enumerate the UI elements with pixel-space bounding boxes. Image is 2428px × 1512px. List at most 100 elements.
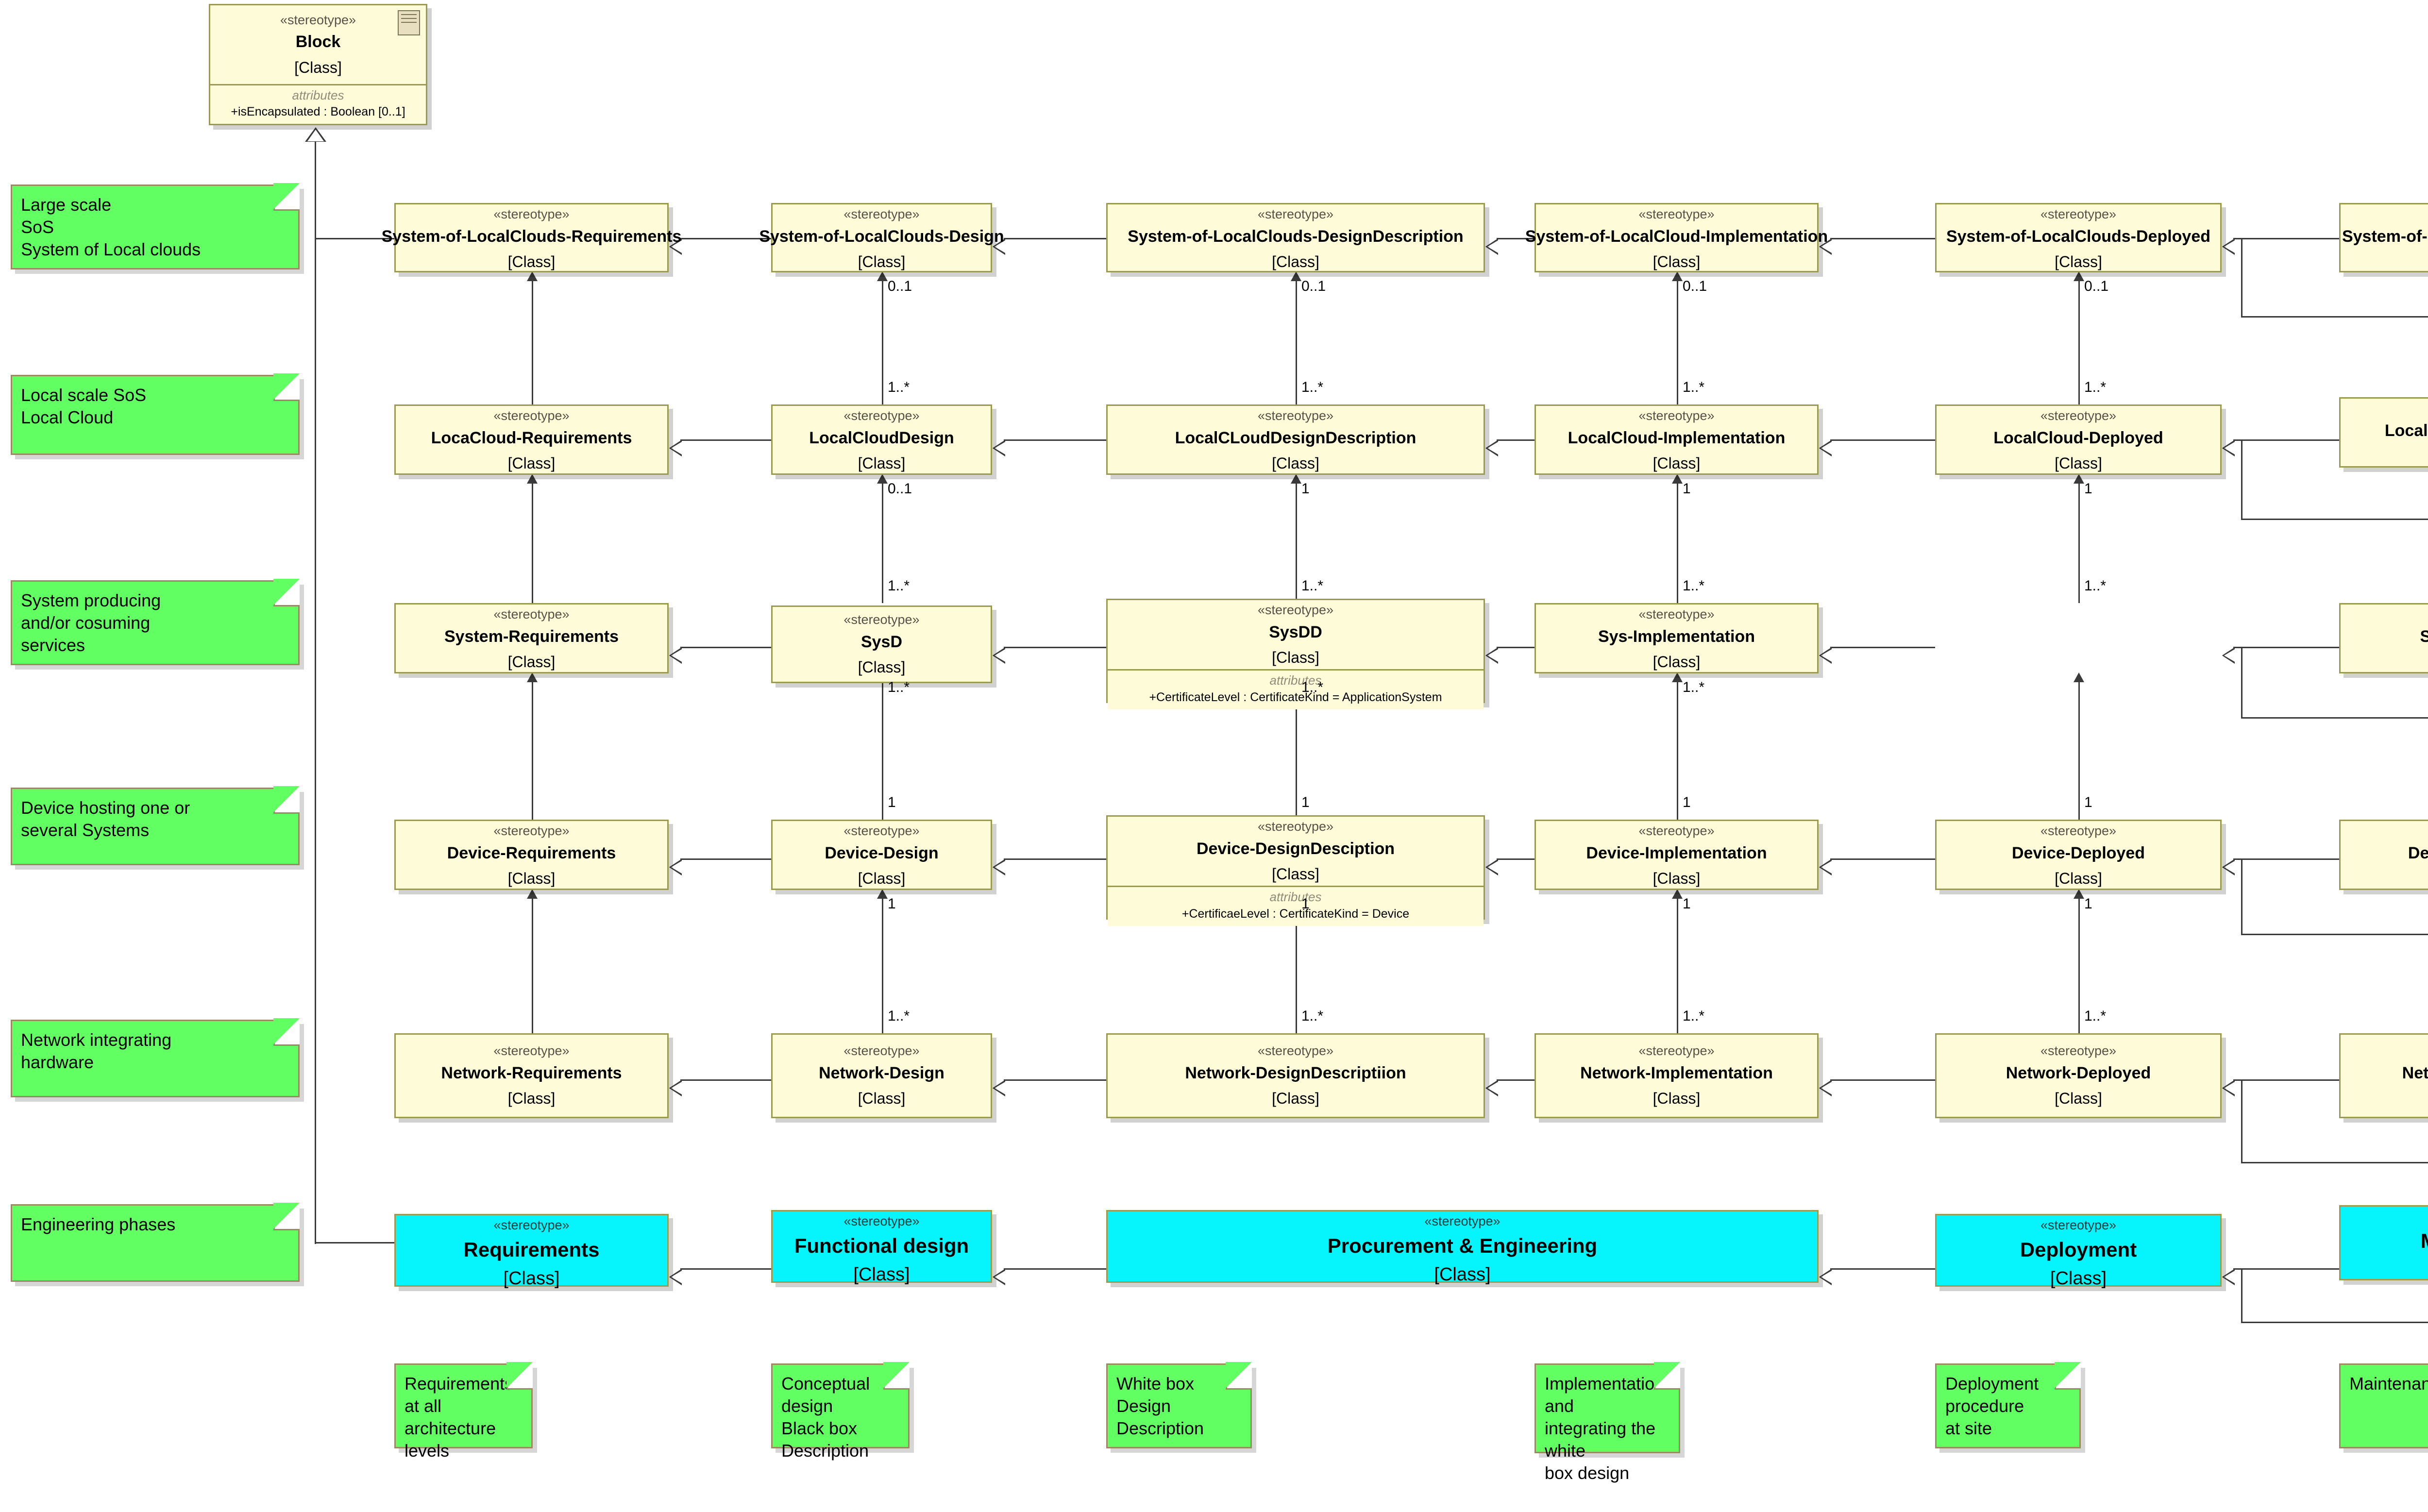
- class-box-row-localcloud-3[interactable]: «stereotype»LocalCloud-Implementation[Cl…: [1534, 404, 1819, 475]
- phase-box-4[interactable]: «stereotype»Maintenance[Class]: [2339, 1205, 2428, 1280]
- class-box-row-device-4[interactable]: «stereotype»Device-Deployed[Class]: [1935, 820, 2222, 890]
- class-box-row-sos-5[interactable]: «stereotype»System-of-LocalCloud-Mainten…: [2339, 203, 2428, 272]
- class-box-row-sos-3[interactable]: «stereotype»System-of-LocalCloud-Impleme…: [1525, 203, 1828, 272]
- class-kind-label: [Class]: [2050, 1268, 2107, 1289]
- class-box-header: «stereotype»System-of-LocalClouds-Deploy…: [1937, 204, 2220, 273]
- class-box-row-system-0[interactable]: «stereotype»System-Requirements[Class]: [394, 603, 669, 673]
- class-box-row-sos-2[interactable]: «stereotype»System-of-LocalClouds-Design…: [1106, 203, 1485, 272]
- phase-box-1[interactable]: «stereotype»Functional design[Class]: [771, 1210, 992, 1285]
- class-kind-label: [Class]: [853, 1264, 910, 1285]
- class-kind-label: [Class]: [503, 1268, 560, 1289]
- note-fold-corner: [883, 1362, 910, 1390]
- class-box-row-localcloud-2[interactable]: «stereotype»LocalCLoudDesignDescription[…: [1106, 404, 1485, 475]
- class-box-row-localcloud-4[interactable]: «stereotype»LocalCloud-Deployed[Class]: [1935, 404, 2222, 475]
- multiplicity-label: 1..*: [1301, 379, 1324, 395]
- class-box-row-network-1[interactable]: «stereotype»Network-Design[Class]: [771, 1033, 992, 1118]
- class-box-row-localcloud-1[interactable]: «stereotype»LocalCloudDesign[Class]: [771, 404, 992, 475]
- class-box-row-network-4[interactable]: «stereotype»Network-Deployed[Class]: [1935, 1033, 2222, 1118]
- association-arrowhead: [877, 271, 888, 281]
- multiplicity-label: 1: [2084, 896, 2092, 912]
- generalization-arrowhead: [2222, 647, 2235, 664]
- note-text: Implementation and integrating the white…: [1545, 1374, 1665, 1483]
- multiplicity-label: 1..*: [1301, 578, 1324, 594]
- connector-line: [1830, 1268, 1935, 1270]
- class-name: System-of-LocalCloud-Maintenance: [2342, 227, 2428, 246]
- connector-line: [1677, 899, 1678, 1033]
- class-name: Procurement & Engineering: [1327, 1234, 1598, 1257]
- class-box-row-device-0[interactable]: «stereotype»Device-Requirements[Class]: [394, 820, 669, 890]
- class-box-row-network-2[interactable]: «stereotype»Network-DesignDescriptiion[C…: [1106, 1033, 1485, 1118]
- note-fold-corner: [273, 1203, 300, 1230]
- pnote-me: Maintenance & Evolution: [2339, 1363, 2428, 1448]
- multiplicity-label: 0..1: [2084, 278, 2109, 294]
- class-name: System-Requirements: [444, 627, 619, 646]
- connector-line: [2241, 238, 2243, 316]
- class-box-row-network-5[interactable]: «stereotype»Network-Maintenace[Class]: [2339, 1033, 2428, 1118]
- multiplicity-label: 1..*: [1683, 1008, 1705, 1024]
- class-name: LocaCloud-Requirements: [431, 428, 632, 447]
- class-box-row-system-2[interactable]: «stereotype»SysDD[Class]attributes+Certi…: [1106, 599, 1485, 709]
- class-box-row-network-3[interactable]: «stereotype»Network-Implementation[Class…: [1534, 1033, 1819, 1118]
- class-box-header: «stereotype»LocalCloud-Maintenance[Class…: [2341, 399, 2428, 468]
- block-icon-line: [401, 18, 417, 19]
- class-kind-label: [Class]: [507, 454, 556, 472]
- connector-line: [2241, 647, 2243, 717]
- note-localcloud: Local scale SoS Local Cloud: [11, 373, 300, 455]
- association-arrowhead: [1672, 474, 1683, 484]
- class-box-header: «stereotype»LocalCloudDesign[Class]: [773, 406, 991, 475]
- connector-line: [1830, 1079, 1935, 1081]
- class-name: Sys-Maintenace: [2420, 627, 2428, 646]
- association-arrowhead: [1291, 474, 1301, 484]
- note-fold-corner: [273, 786, 300, 814]
- class-box-row-sos-1[interactable]: «stereotype»System-of-LocalClouds-Design…: [759, 203, 1004, 273]
- class-name: LocalCloud-Deployed: [1993, 428, 2163, 447]
- connector-line: [1830, 647, 1935, 648]
- class-box-row-device-3[interactable]: «stereotype»Device-Implementation[Class]: [1534, 820, 1819, 890]
- class-box-header: «stereotype»LocalCloud-Implementation[Cl…: [1536, 406, 1817, 475]
- class-box-row-localcloud-5[interactable]: «stereotype»LocalCloud-Maintenance[Class…: [2339, 397, 2428, 468]
- class-box-row-network-0[interactable]: «stereotype»Network-Requirements[Class]: [394, 1033, 669, 1118]
- association-arrowhead: [2074, 672, 2084, 682]
- class-box-row-device-2[interactable]: «stereotype»Device-DesignDesciption[Clas…: [1106, 815, 1485, 926]
- class-kind-label: [Class]: [1652, 870, 1701, 888]
- class-box-row-system-3[interactable]: «stereotype»Sys-Implementation[Class]: [1534, 603, 1819, 673]
- connector-line: [315, 142, 316, 1244]
- stereotype-label: «stereotype»: [1257, 408, 1334, 423]
- class-box-header: «stereotype»Maintenance[Class]: [2341, 1207, 2428, 1283]
- class-box-header: «stereotype»System-of-LocalClouds-Design…: [759, 204, 1004, 273]
- stereotype-label: «stereotype»: [1257, 819, 1334, 834]
- attribute-row: +CertificateLevel : CertificateKind = Ap…: [1149, 690, 1442, 704]
- class-kind-label: [Class]: [1272, 253, 1319, 271]
- class-box-row-localcloud-0[interactable]: «stereotype»LocaCloud-Requirements[Class…: [394, 404, 669, 475]
- class-box-row-device-1[interactable]: «stereotype»Device-Design[Class]: [771, 820, 992, 890]
- stereotype-label: «stereotype»: [843, 612, 920, 627]
- connector-line: [1296, 682, 1297, 820]
- class-name: Sys-Implementation: [1598, 627, 1755, 646]
- class-box-row-system-1[interactable]: «stereotype»SysD[Class]: [771, 605, 992, 683]
- connector-line: [1497, 858, 1534, 860]
- class-box-row-sos-4[interactable]: «stereotype»System-of-LocalClouds-Deploy…: [1935, 203, 2222, 272]
- generalization-arrowhead: [669, 647, 682, 664]
- multiplicity-label: 1: [1301, 481, 1310, 497]
- note-fold-corner: [273, 579, 300, 606]
- block-element-icon: [398, 10, 420, 35]
- generalization-arrowhead: [993, 1080, 1005, 1096]
- multiplicity-label: 1..*: [2084, 379, 2107, 395]
- connector-line: [1497, 238, 1534, 239]
- multiplicity-label: 1..*: [888, 379, 910, 395]
- phase-box-2[interactable]: «stereotype»Procurement & Engineering[Cl…: [1106, 1210, 1819, 1285]
- class-box-row-device-5[interactable]: «stereotype»Devcie-Maintenace[Class]: [2339, 820, 2428, 890]
- phase-box-0[interactable]: «stereotype»Requirements[Class]: [394, 1214, 669, 1289]
- class-name: Maintenance: [2421, 1229, 2428, 1252]
- connector-line: [1004, 238, 1106, 239]
- class-kind-label: [Class]: [294, 58, 342, 76]
- connector-line: [2241, 1268, 2243, 1322]
- class-name: System-of-LocalClouds-Design: [759, 227, 1004, 246]
- phase-box-3[interactable]: «stereotype»Deployment[Class]: [1935, 1214, 2222, 1289]
- class-box-row-sos-0[interactable]: «stereotype»System-of-LocalClouds-Requir…: [382, 203, 681, 272]
- class-box-block[interactable]: «stereotype»Block[Class]attributes+isEnc…: [209, 4, 427, 125]
- class-box-row-system-5[interactable]: «stereotype»Sys-Maintenace[Class]: [2339, 603, 2428, 673]
- class-kind-label: [Class]: [1652, 253, 1701, 271]
- class-name: LocalCLoudDesignDescription: [1175, 428, 1416, 447]
